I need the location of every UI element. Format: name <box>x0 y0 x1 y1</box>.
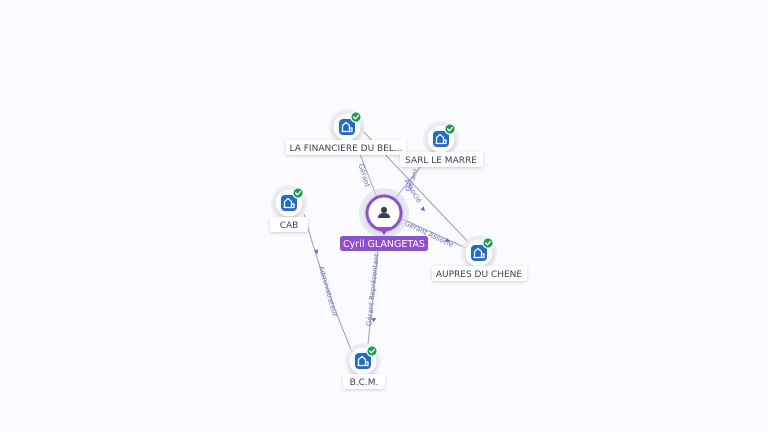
person-pin <box>378 227 390 235</box>
edge-cab-bcm: Administrateur <box>303 213 353 353</box>
edge-line <box>399 217 467 249</box>
company-label: AUPRES DU CHENE <box>436 270 523 280</box>
verified-check-icon <box>350 111 362 123</box>
company-node-cab[interactable]: CAB <box>270 185 308 232</box>
edge-arrow <box>444 237 451 243</box>
node-label-bg <box>286 140 406 155</box>
company-label: LA FINANCIERE DU BEL... <box>290 144 403 154</box>
edge-label-administrateur: Administrateur <box>317 265 339 317</box>
verified-check-icon <box>366 345 378 357</box>
edge-label-gerant-representant: Gérant Représentant <box>365 253 381 327</box>
node-label-bg <box>400 152 483 167</box>
company-node-sarl[interactable]: SARL LE MARRE <box>400 121 483 167</box>
building-icon <box>281 195 297 211</box>
building-icon <box>355 353 371 369</box>
edge-arrow <box>371 317 377 323</box>
company-node-bcm[interactable]: B.C.M. <box>343 343 385 389</box>
company-node-financiere[interactable]: LA FINANCIERE DU BEL... <box>286 109 406 155</box>
verified-check-icon <box>482 237 494 249</box>
node-label-bg <box>270 217 308 232</box>
nodes-layer: Cyril GLANGETAS LA FINANCIERE DU BEL... <box>270 109 527 389</box>
edge-line <box>303 213 353 353</box>
node-label-bg <box>432 266 527 281</box>
edge-arrow <box>313 249 319 255</box>
verified-check-icon <box>292 187 304 199</box>
edge-line <box>367 247 379 345</box>
building-icon <box>471 245 487 261</box>
verified-check-icon <box>444 123 456 135</box>
building-icon <box>433 131 449 147</box>
person-node-cyril[interactable] <box>359 188 409 238</box>
company-label: SARL LE MARRE <box>405 156 477 166</box>
node-label-bg <box>343 374 385 389</box>
person-label-badge[interactable]: Cyril GLANGETAS <box>340 236 428 251</box>
edge-arrow <box>420 206 426 212</box>
company-label: CAB <box>280 221 299 231</box>
person-label-bg <box>340 236 428 251</box>
edge-label-gerant: Gérant <box>357 163 372 189</box>
user-icon <box>378 206 390 218</box>
company-label: B.C.M. <box>350 378 379 388</box>
building-icon <box>339 119 355 135</box>
person-label: Cyril GLANGETAS <box>343 239 425 250</box>
edge-cyril-bcm: Gérant Représentant <box>365 247 381 345</box>
company-node-aupres[interactable]: AUPRES DU CHENE <box>432 235 527 281</box>
